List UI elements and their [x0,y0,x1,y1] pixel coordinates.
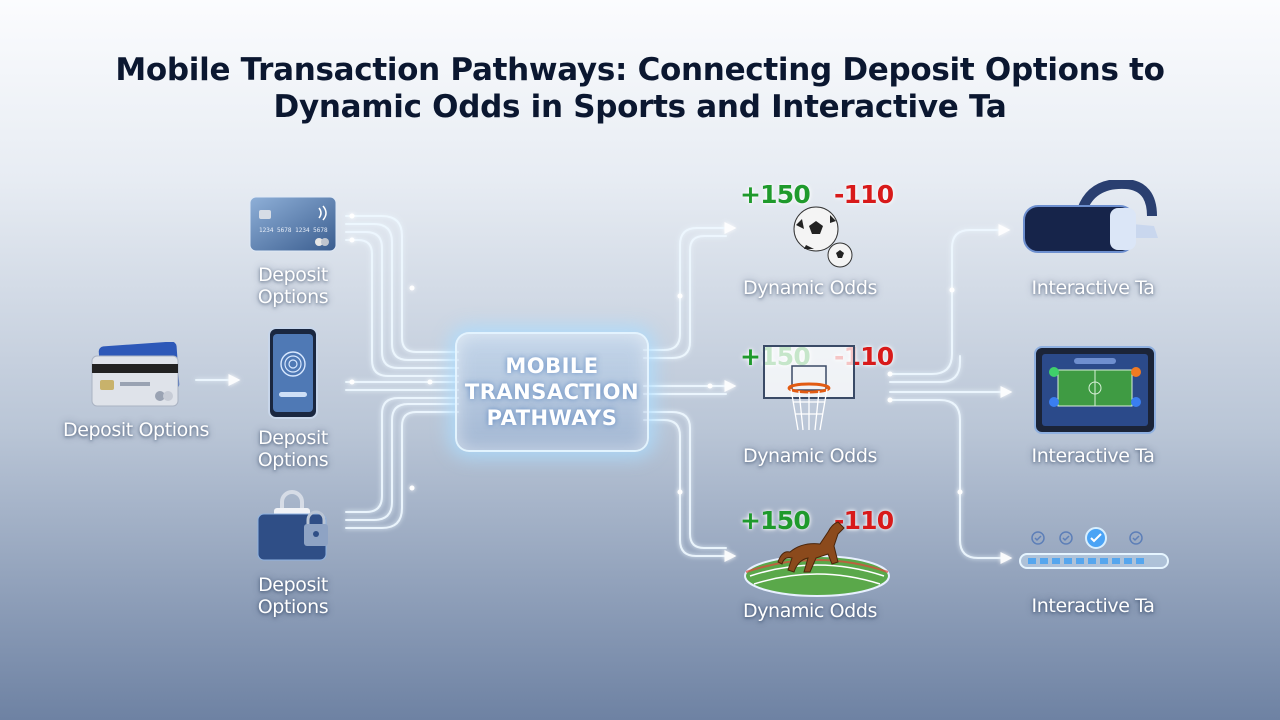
racehorse-icon [742,514,892,598]
soccer-ball-icon [790,205,856,269]
interactive-label-2: Interactive Ta [1031,445,1155,467]
odds-label-1: Dynamic Odds [742,277,877,299]
secure-wallet-lock-icon [256,488,338,562]
deposit-label-3: Deposit Options [239,574,347,618]
odds-3-positive: +150 [740,506,811,535]
title-line-2: Dynamic Odds in Sports and Interactive T… [273,89,1007,125]
progress-checkmarks-icon [1016,526,1172,574]
credit-card-icon: 1234 5678 1234 5678 [249,196,337,252]
deposit-label-2: Deposit Options [239,427,347,471]
odds-1-negative: -110 [834,180,894,209]
source-label: Deposit Options [63,419,209,441]
smartphone-fingerprint-icon [267,326,319,420]
title-line-1: Mobile Transaction Pathways: Connecting … [115,52,1165,88]
hub-box: MOBILE TRANSACTION PATHWAYS [455,332,649,452]
tablet-game-icon [1034,346,1156,434]
hub-label: MOBILE TRANSACTION PATHWAYS [464,354,640,430]
odds-1-positive: +150 [740,180,811,209]
deposit-label-3-line2: Options [257,596,329,618]
svg-text:1234 5678 1234 5678: 1234 5678 1234 5678 [259,227,328,234]
deposit-label-2-line2: Options [257,449,329,471]
credit-cards-stack-icon [88,341,184,408]
deposit-label-1: Deposit Options [239,264,347,308]
vr-headset-icon [1022,178,1162,260]
odds-label-2: Dynamic Odds [742,445,877,467]
deposit-label-2-line1: Deposit [258,427,328,449]
deposit-label-3-line1: Deposit [258,574,328,596]
odds-label-3: Dynamic Odds [742,600,877,622]
diagram-title: Mobile Transaction Pathways: Connecting … [0,52,1280,126]
odds-3-negative: -110 [834,506,894,535]
interactive-label-3: Interactive Ta [1031,595,1155,617]
interactive-label-1: Interactive Ta [1031,277,1155,299]
deposit-label-1-line1: Deposit [258,264,328,286]
deposit-label-1-line2: Options [257,286,329,308]
basketball-hoop-icon [762,344,858,434]
